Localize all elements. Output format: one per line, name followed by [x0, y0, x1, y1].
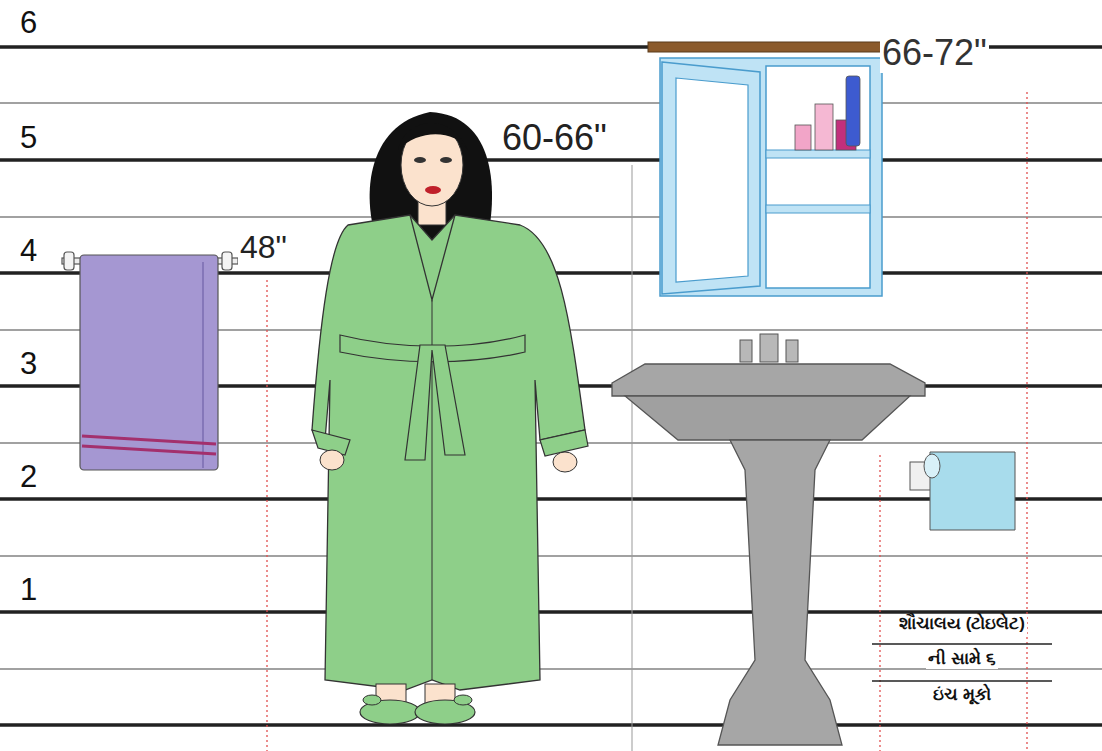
cabinet-part — [676, 78, 748, 282]
guide-lines-part — [632, 165, 633, 751]
scale-number: 4 — [18, 234, 39, 268]
scale-number: 5 — [18, 121, 39, 155]
towel-bar — [62, 252, 238, 470]
towel-bar-part — [222, 252, 232, 270]
towel-bar-part — [64, 252, 74, 270]
cabinet-part — [795, 125, 811, 150]
toilet-paper — [910, 452, 1015, 530]
woman-figure-part — [398, 123, 468, 150]
note-text: ની સામે ૬ — [926, 650, 997, 669]
cabinet-part — [815, 104, 833, 150]
woman-figure — [312, 112, 588, 724]
height-dimension: 66-72" — [880, 33, 989, 73]
ruler-lines-part — [0, 216, 1102, 217]
ruler-lines-part — [0, 723, 1102, 727]
woman-figure-part — [440, 157, 452, 163]
ruler-lines-part — [0, 102, 1102, 103]
sink-part — [760, 334, 778, 362]
cabinet-part — [648, 42, 890, 52]
cabinet-part — [660, 58, 882, 296]
ruler-lines-part — [0, 610, 1102, 614]
scale-number: 2 — [18, 460, 39, 494]
guide-lines-part — [1026, 92, 1027, 751]
ruler-lines-part — [0, 158, 1102, 162]
sink — [612, 334, 925, 745]
note-separators — [872, 644, 1052, 681]
scale-number: 6 — [18, 6, 39, 40]
ruler-lines — [0, 47, 1102, 725]
guide-lines — [267, 92, 1027, 751]
towel-bar-part — [202, 262, 204, 468]
sink-part — [740, 340, 752, 362]
woman-figure-part — [454, 695, 472, 705]
guide-lines-part — [266, 280, 267, 751]
note-separators-part — [872, 643, 1052, 645]
cabinet-part — [846, 76, 860, 146]
sink-part — [625, 396, 910, 440]
woman-figure-part — [414, 157, 426, 163]
woman-figure-part — [410, 215, 455, 300]
towel-bar-part — [82, 446, 216, 454]
cabinet-part — [766, 205, 870, 213]
sink-part — [612, 364, 925, 396]
woman-figure-part — [363, 695, 381, 705]
scale-number: 3 — [18, 347, 39, 381]
cabinet-part — [662, 62, 760, 294]
cabinet-part — [766, 66, 870, 288]
ruler-lines-part — [0, 555, 1102, 556]
towel-bar-part — [80, 255, 218, 470]
toilet-paper-part — [930, 452, 1015, 530]
towel-bar-part — [82, 436, 216, 444]
guide-lines-part — [879, 455, 880, 751]
sink-part — [718, 440, 842, 745]
height-dimension: 60-66" — [500, 118, 609, 158]
scale-number: 1 — [18, 573, 39, 607]
toilet-paper-part — [924, 454, 940, 478]
note-text: શૌચાલય (ટોઇલેટ) — [897, 615, 1027, 634]
woman-figure-part — [553, 452, 577, 472]
cabinet — [648, 42, 890, 296]
cabinet-part — [766, 150, 870, 158]
woman-figure-part — [425, 186, 441, 194]
sink-part — [786, 340, 798, 362]
note-text: ઇંચ મૂકો — [931, 686, 993, 705]
woman-figure-part — [405, 345, 465, 460]
height-dimension: 48" — [238, 230, 289, 265]
woman-figure-part — [320, 450, 344, 470]
note-separators-part — [872, 680, 1052, 682]
